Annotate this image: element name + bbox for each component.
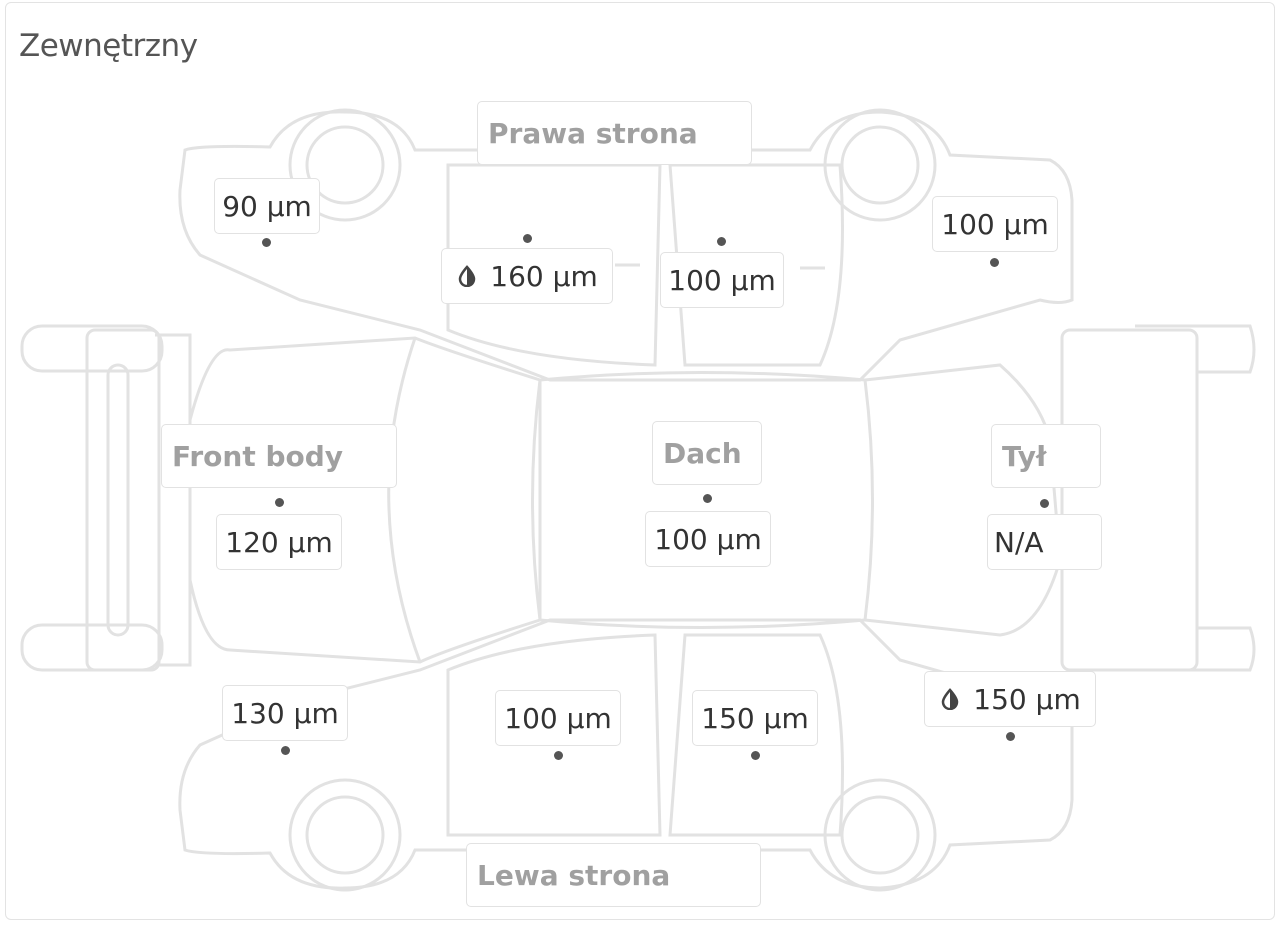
measurement-left-front-fender[interactable]: 130 µm xyxy=(222,685,348,741)
panel-label-text: Lewa strona xyxy=(477,858,671,892)
measurement-point xyxy=(281,746,290,755)
section-title: Zewnętrzny xyxy=(19,28,198,64)
panel-label-left-side[interactable]: Lewa strona xyxy=(466,843,761,907)
panel-label-text: Tył xyxy=(1002,439,1047,473)
measurement-left-rear-fender[interactable]: 150 µm xyxy=(924,671,1096,727)
measurement-point xyxy=(751,751,760,760)
measurement-value: 150 µm xyxy=(973,682,1081,716)
panel-label-text: Dach xyxy=(663,436,742,470)
half-drop-icon xyxy=(942,688,959,710)
measurement-point xyxy=(717,237,726,246)
panel-label-text: Front body xyxy=(172,439,344,473)
measurement-point xyxy=(523,234,532,243)
measurement-point xyxy=(262,238,271,247)
panel-label-roof[interactable]: Dach xyxy=(652,421,762,485)
measurement-point xyxy=(990,258,999,267)
panel-label-text: Prawa strona xyxy=(488,116,698,150)
measurement-point xyxy=(703,494,712,503)
measurement-right-front-door[interactable]: 160 µm xyxy=(441,248,613,304)
measurement-front-body[interactable]: 120 µm xyxy=(216,514,342,570)
measurement-point xyxy=(554,751,563,760)
measurement-point xyxy=(275,498,284,507)
measurement-point xyxy=(1006,732,1015,741)
measurement-left-rear-door[interactable]: 150 µm xyxy=(692,690,818,746)
panel-label-rear[interactable]: Tył xyxy=(991,424,1101,488)
measurement-right-front-fender[interactable]: 90 µm xyxy=(214,178,320,234)
measurement-left-front-door[interactable]: 100 µm xyxy=(495,690,621,746)
measurement-value: 160 µm xyxy=(490,259,598,293)
measurement-rear[interactable]: N/A xyxy=(987,514,1102,570)
measurement-point xyxy=(1040,499,1049,508)
half-drop-icon xyxy=(459,265,476,287)
measurement-roof[interactable]: 100 µm xyxy=(645,511,771,567)
panel-label-front[interactable]: Front body xyxy=(161,424,397,488)
measurement-right-rear-fender[interactable]: 100 µm xyxy=(932,196,1058,252)
measurement-right-rear-door[interactable]: 100 µm xyxy=(660,252,784,308)
panel-label-right-side[interactable]: Prawa strona xyxy=(477,101,752,165)
